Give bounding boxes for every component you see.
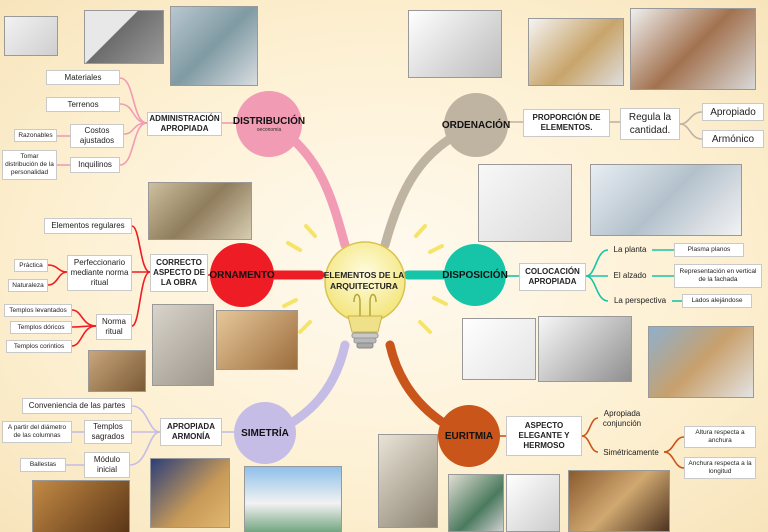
disposicion-sub-plasma: Plasma planos <box>674 243 744 257</box>
ordenacion-main: PROPORCIÓN DE ELEMENTOS. <box>523 109 610 137</box>
ordenacion-item-apropiado: Apropiado <box>702 103 764 121</box>
node-distribucion[interactable]: DISTRIBUCIÓN oeconomia <box>232 91 306 157</box>
photo-blueprint <box>590 164 742 236</box>
costos-sub-razonables: Razonables <box>14 129 57 142</box>
distribucion-item-inquilinos: Inquilinos <box>70 157 120 173</box>
photo-taj-mahal <box>244 466 342 532</box>
photo-house-model <box>4 16 58 56</box>
photo-building-facade <box>648 326 754 398</box>
ornamento-item-elementos: Elementos regulares <box>44 218 132 234</box>
node-label: DISPOSICIÓN <box>442 269 508 281</box>
node-ordenacion[interactable]: ORDENACIÓN <box>441 93 511 157</box>
node-label: DISTRIBUCIÓN <box>232 115 306 127</box>
photo-facade-drawing <box>506 474 560 532</box>
photo-capital <box>216 310 298 370</box>
ornamento-main: CORRECTO ASPECTO DE LA OBRA <box>150 254 208 292</box>
disposicion-main: COLOCACIÓN APROPIADA <box>519 263 586 291</box>
node-sub-label: oeconomia <box>256 126 282 133</box>
photo-dome-drawing <box>378 434 438 528</box>
norma-sub-corintios: Templos corintios <box>6 340 72 353</box>
photo-statues <box>152 304 214 386</box>
photo-columns <box>88 350 146 392</box>
simetria-item-templos: Templos sagrados <box>84 420 132 444</box>
simetricamente-sub-anchura: Anchura respecta a la longitud <box>684 457 756 479</box>
ornamento-item-norma: Norma ritual <box>96 314 132 340</box>
node-ornamento[interactable]: ORNAMENTO <box>209 243 275 307</box>
center-title: ELEMENTOS DE LA ARQUITECTURA <box>323 270 405 291</box>
photo-wood-interior <box>568 470 670 532</box>
disposicion-item-perspectiva: La perspectiva <box>613 296 667 305</box>
node-label: SIMETRÍA <box>241 427 289 439</box>
ordenacion-mid: Regula la cantidad. <box>620 108 680 140</box>
ornamento-item-perfeccionario: Perfeccionario mediante norma ritual <box>67 255 132 291</box>
photo-caryatids <box>148 182 252 240</box>
simetricamente-sub-altura: Altura respecta a anchura <box>684 426 756 448</box>
templos-sub-diametro: A partir del diámetro de las columnas <box>2 421 72 443</box>
modulo-sub-ballestas: Ballestas <box>20 458 66 472</box>
ordenacion-item-armonico: Armónico <box>702 130 764 148</box>
node-label: ORNAMENTO <box>209 269 275 281</box>
simetria-main: APROPIADA ARMONÍA <box>160 418 222 446</box>
node-label: EURITMIA <box>444 430 494 442</box>
simetria-item-conveniencia: Conveniencia de las partes <box>22 398 132 414</box>
photo-louvre <box>150 458 230 528</box>
photo-house-drawing <box>538 316 632 382</box>
inquilinos-sub: Tomar distribución de la personalidad <box>2 150 57 180</box>
euritmia-main: ASPECTO ELEGANTE Y HERMOSO <box>506 416 582 456</box>
disposicion-item-planta: La planta <box>613 245 647 254</box>
simetria-item-modulo: Módulo inicial <box>84 452 130 478</box>
norma-sub-doricos: Templos dóricos <box>10 321 72 334</box>
photo-mosque-interior <box>32 480 130 532</box>
euritmia-item-conjuncion: Apropiada conjunción <box>602 409 642 428</box>
distribucion-item-terrenos: Terrenos <box>46 97 120 112</box>
euritmia-item-simetricamente: Simétricamente <box>603 447 659 457</box>
photo-floor-plan-3d <box>170 6 258 86</box>
node-label: ORDENACIÓN <box>441 119 511 131</box>
node-simetria[interactable]: SIMETRÍA <box>234 402 296 464</box>
disposicion-item-alzado: El alzado <box>613 271 647 280</box>
lightbulb-icon <box>324 241 406 349</box>
photo-projection-planes <box>478 164 572 242</box>
photo-white-model-1 <box>408 10 502 78</box>
disposicion-sub-lados: Lados alejándose <box>682 294 752 308</box>
distribucion-item-costos: Costos ajustados <box>70 124 124 148</box>
norma-sub-levantados: Templos levantados <box>4 304 72 317</box>
node-euritmia[interactable]: EURITMIA <box>438 405 500 467</box>
perfeccionario-sub-naturaleza: Naturaleza <box>8 279 48 292</box>
photo-white-model-2 <box>528 18 624 86</box>
node-disposicion[interactable]: DISPOSICIÓN <box>442 244 508 306</box>
photo-church-facade <box>448 474 504 532</box>
photo-modern-house <box>84 10 164 64</box>
distribucion-item-materiales: Materiales <box>46 70 120 85</box>
perfeccionario-sub-practica: Práctica <box>14 259 48 272</box>
disposicion-sub-representacion: Representación en vertical de la fachada <box>674 264 762 288</box>
photo-arch-sketch <box>462 318 536 380</box>
photo-urban-model <box>630 8 756 90</box>
distribucion-main: ADMINISTRACIÓN APROPIADA <box>147 112 222 136</box>
